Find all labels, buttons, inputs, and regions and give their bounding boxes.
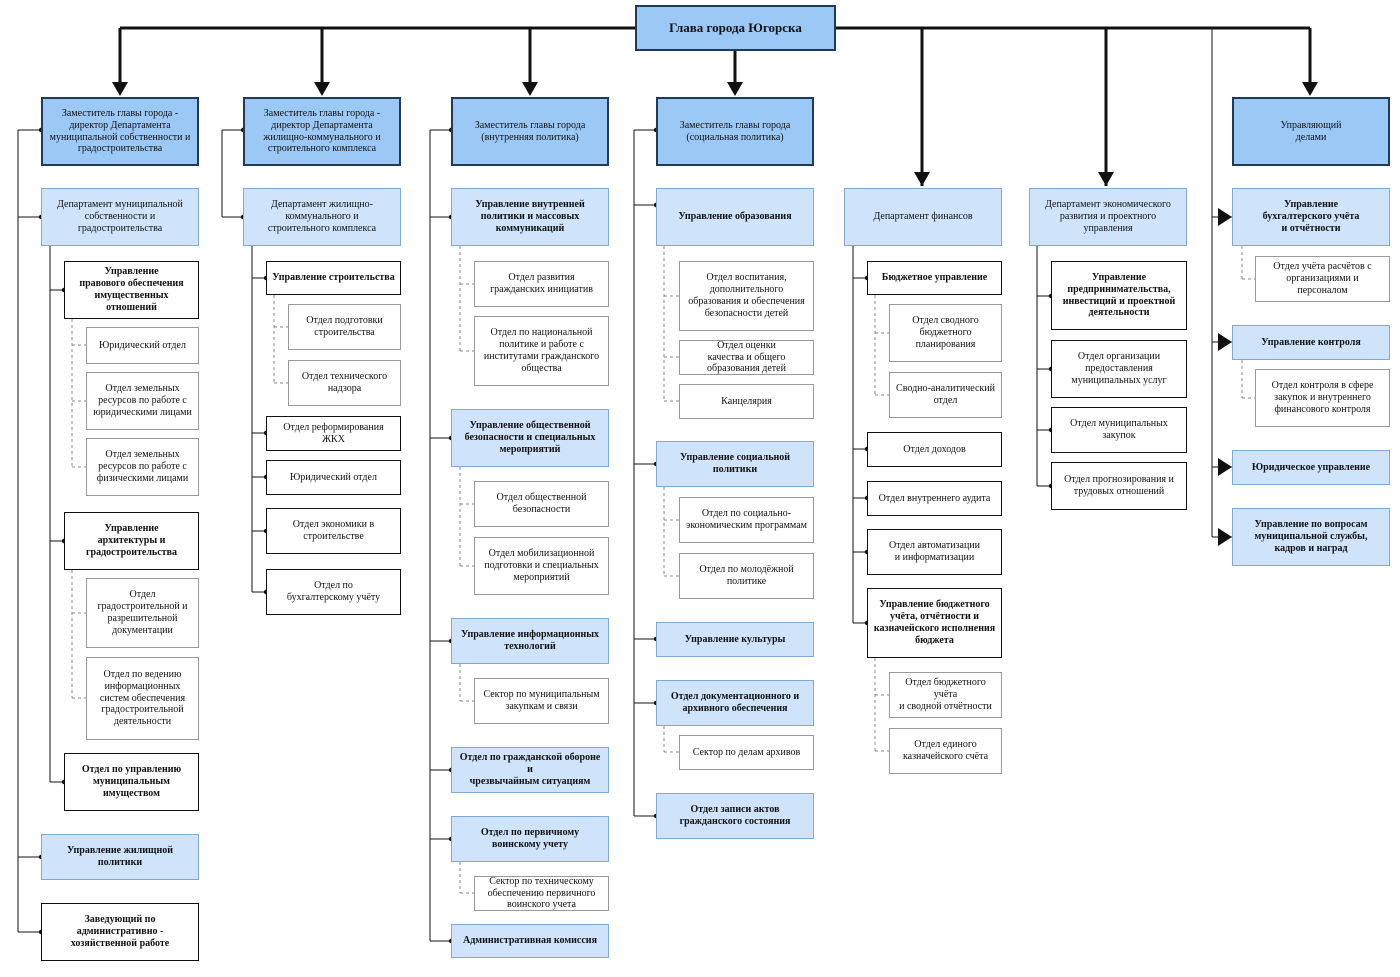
- unit-municipal-services: Отдел организации предоставления муницип…: [1051, 340, 1187, 398]
- unit-treasury-account: Отдел единого казначейского счёта: [889, 728, 1002, 774]
- unit-housing-policy: Управление жилищной политики: [41, 834, 199, 880]
- unit-legal-dept-2: Юридический отдел: [266, 460, 401, 495]
- unit-revenue: Отдел доходов: [867, 432, 1002, 467]
- unit-culture: Управление культуры: [656, 622, 814, 657]
- unit-admin-commission: Административная комиссия: [451, 924, 609, 958]
- managing-director: Управляющий делами: [1232, 97, 1390, 166]
- unit-construction-prep: Отдел подготовки строительства: [288, 304, 401, 350]
- unit-settlements: Отдел учёта расчётов с организациями и п…: [1255, 256, 1390, 302]
- unit-urban-docs: Отдел градостроительной и разрешительной…: [86, 578, 199, 648]
- unit-construction: Управление строительства: [266, 261, 401, 295]
- unit-hr-awards: Управление по вопросам муниципальной слу…: [1232, 508, 1390, 566]
- unit-forecasting: Отдел прогнозирования и трудовых отношен…: [1051, 462, 1187, 510]
- unit-public-security: Отдел общественной безопасности: [474, 481, 609, 527]
- unit-land-legal-entities: Отдел земельных ресурсов по работе с юри…: [86, 372, 199, 430]
- arrow-down: [727, 82, 743, 96]
- unit-socio-economic: Отдел по социально- экономическим програ…: [679, 497, 814, 543]
- arrow-right: [1218, 458, 1232, 476]
- unit-public-safety: Управление общественной безопасности и с…: [451, 409, 609, 467]
- unit-civil-registry: Отдел записи актов гражданского состояни…: [656, 793, 814, 839]
- unit-tech-supervision: Отдел технического надзора: [288, 360, 401, 406]
- unit-national-policy: Отдел по национальной политике и работе …: [474, 316, 609, 386]
- unit-land-individuals: Отдел земельных ресурсов по работе с физ…: [86, 438, 199, 496]
- unit-accounting-reporting: Управление бухгалтерского учёта и отчётн…: [1232, 188, 1390, 246]
- arrow-down: [1302, 82, 1318, 96]
- unit-social-policy: Управление социальной политики: [656, 441, 814, 487]
- unit-automation: Отдел автоматизации и информатизации: [867, 529, 1002, 575]
- unit-procurement-control: Отдел контроля в сфере закупок и внутрен…: [1255, 369, 1390, 427]
- unit-construction-economics: Отдел экономики в строительстве: [266, 508, 401, 554]
- unit-chancellery: Канцелярия: [679, 384, 814, 419]
- unit-mobilization: Отдел мобилизационной подготовки и специ…: [474, 537, 609, 595]
- head-of-city: Глава города Югорска: [635, 5, 836, 51]
- unit-admin-household: Заведующий по административно - хозяйств…: [41, 903, 199, 961]
- arrow-right: [1218, 528, 1232, 546]
- unit-analytics: Сводно-аналитический отдел: [889, 372, 1002, 418]
- unit-housing-reform: Отдел реформирования ЖКХ: [266, 416, 401, 451]
- arrow-down: [112, 82, 128, 96]
- deputy-housing: Заместитель главы города - директор Депа…: [243, 97, 401, 166]
- unit-legal-property: Управление правового обеспечения имущест…: [64, 261, 199, 319]
- unit-entrepreneurship: Управление предпринимательства, инвестиц…: [1051, 261, 1187, 330]
- unit-accounting: Отдел по бухгалтерскому учёту: [266, 569, 401, 615]
- deputy-property: Заместитель главы города - директор Депа…: [41, 97, 199, 166]
- unit-budget: Бюджетное управление: [867, 261, 1002, 295]
- arrow-right: [1218, 333, 1232, 351]
- unit-military-registration: Отдел по первичному воинскому учету: [451, 816, 609, 862]
- unit-education-quality: Отдел оценки качества и общего образован…: [679, 340, 814, 375]
- unit-civil-defense: Отдел по гражданской обороне и чрезвычай…: [451, 747, 609, 793]
- dept-municipal-property: Департамент муниципальной собственности …: [41, 188, 199, 246]
- unit-legal-dept: Юридический отдел: [86, 327, 199, 364]
- unit-budget-accounting: Управление бюджетного учёта, отчётности …: [867, 588, 1002, 658]
- unit-architecture: Управление архитектуры и градостроительс…: [64, 512, 199, 570]
- unit-control: Управление контроля: [1232, 325, 1390, 360]
- unit-documentation: Отдел документационного и архивного обес…: [656, 680, 814, 726]
- arrow-down: [522, 82, 538, 96]
- unit-military-tech: Сектор по техническому обеспечению перви…: [474, 876, 609, 911]
- unit-municipal-procurement: Отдел муниципальных закупок: [1051, 407, 1187, 453]
- unit-archives: Сектор по делам архивов: [679, 735, 814, 770]
- unit-procurement-comms: Сектор по муниципальным закупкам и связи: [474, 678, 609, 724]
- unit-info-systems: Отдел по ведению информационных систем о…: [86, 657, 199, 740]
- deputy-social-policy: Заместитель главы города (социальная пол…: [656, 97, 814, 166]
- dept-economic-development: Департамент экономического развития и пр…: [1029, 188, 1187, 246]
- unit-internal-policy: Управление внутренней политики и массовы…: [451, 188, 609, 246]
- unit-upbringing: Отдел воспитания, дополнительного образо…: [679, 261, 814, 331]
- unit-property-management: Отдел по управлению муниципальным имущес…: [64, 753, 199, 811]
- dept-finance: Департамент финансов: [844, 188, 1002, 246]
- arrow-down: [314, 82, 330, 96]
- unit-education: Управление образования: [656, 188, 814, 246]
- unit-budget-planning: Отдел сводного бюджетного планирования: [889, 304, 1002, 362]
- unit-legal-administration: Юридическое управление: [1232, 450, 1390, 485]
- unit-civic-initiatives: Отдел развития гражданских инициатив: [474, 261, 609, 307]
- unit-youth-policy: Отдел по молодёжной политике: [679, 553, 814, 599]
- unit-internal-audit: Отдел внутреннего аудита: [867, 481, 1002, 516]
- arrow-right: [1218, 208, 1232, 226]
- unit-budget-reporting: Отдел бюджетного учёта и сводной отчётно…: [889, 672, 1002, 718]
- unit-it: Управление информационных технологий: [451, 618, 609, 664]
- dept-housing-construction: Департамент жилищно- коммунального и стр…: [243, 188, 401, 246]
- deputy-internal-policy: Заместитель главы города (внутренняя пол…: [451, 97, 609, 166]
